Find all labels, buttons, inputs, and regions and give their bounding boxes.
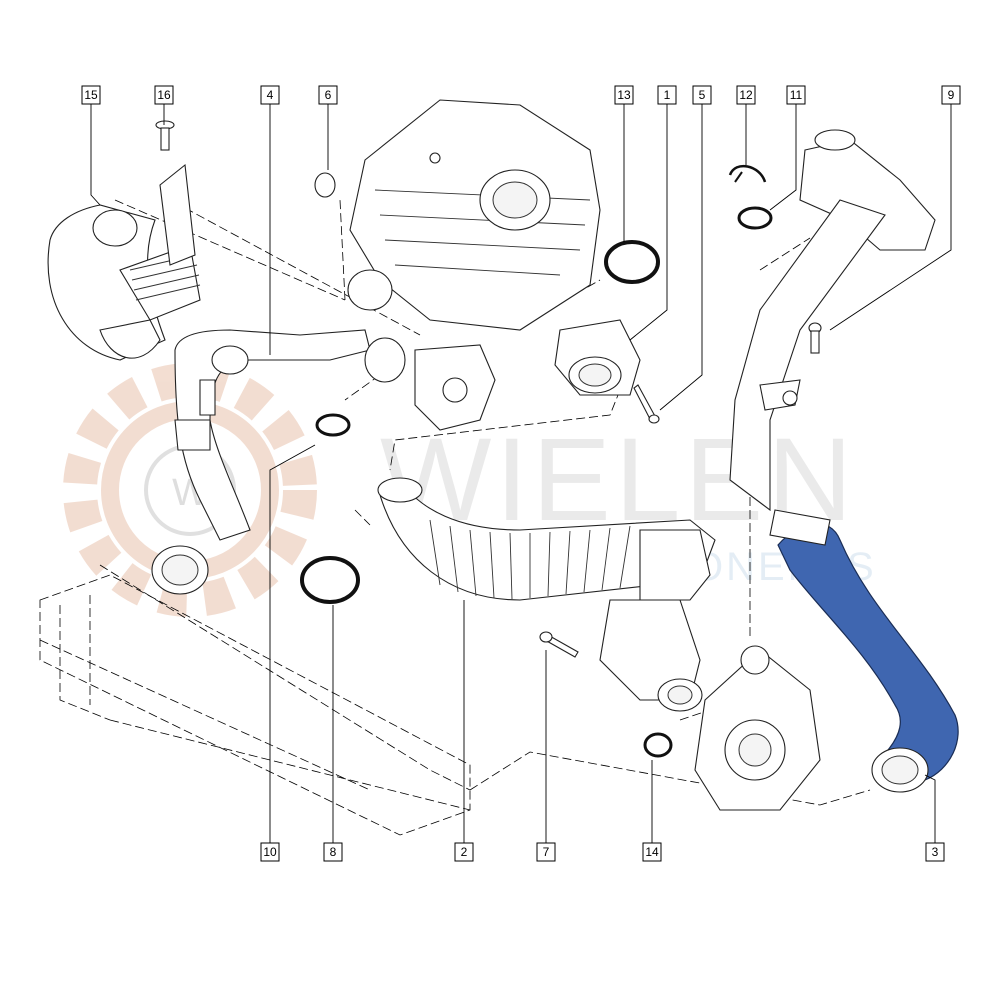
outlet-elbow bbox=[599, 599, 703, 712]
callout-2: 2 bbox=[454, 842, 474, 862]
clamp-11 bbox=[737, 206, 773, 230]
svg-text:6: 6 bbox=[325, 88, 332, 102]
callout-1: 1 bbox=[657, 85, 677, 105]
callout-12: 12 bbox=[736, 85, 756, 105]
throttle-housing bbox=[364, 337, 496, 431]
highlighted-hose-3 bbox=[769, 509, 959, 793]
clamp-8 bbox=[300, 413, 360, 604]
svg-text:10: 10 bbox=[263, 845, 277, 859]
callout-11: 11 bbox=[786, 85, 806, 105]
callout-4: 4 bbox=[260, 85, 280, 105]
svg-text:1: 1 bbox=[664, 88, 671, 102]
callout-15: 15 bbox=[81, 85, 101, 105]
svg-text:5: 5 bbox=[699, 88, 706, 102]
hose-4 bbox=[174, 329, 371, 541]
callout-8: 8 bbox=[323, 842, 343, 862]
clamp-10 bbox=[151, 545, 209, 595]
bolt-9 bbox=[808, 322, 822, 354]
grommet-6 bbox=[314, 172, 336, 198]
air-filter-box bbox=[347, 99, 601, 331]
intake-pipe-long bbox=[729, 129, 936, 512]
callout-14: 14 bbox=[642, 842, 662, 862]
svg-text:12: 12 bbox=[739, 88, 753, 102]
svg-text:13: 13 bbox=[617, 88, 631, 102]
bellows-15 bbox=[129, 254, 201, 301]
callout-16: 16 bbox=[154, 85, 174, 105]
leader-lines bbox=[90, 104, 952, 843]
callout-7: 7 bbox=[536, 842, 556, 862]
svg-text:16: 16 bbox=[157, 88, 171, 102]
svg-text:9: 9 bbox=[948, 88, 955, 102]
o-ring-13 bbox=[604, 240, 660, 284]
callout-13: 13 bbox=[614, 85, 634, 105]
air-duct-upper-left bbox=[47, 163, 201, 361]
svg-text:4: 4 bbox=[267, 88, 274, 102]
svg-text:2: 2 bbox=[461, 845, 468, 859]
turbocharger bbox=[694, 645, 821, 811]
svg-text:14: 14 bbox=[645, 845, 659, 859]
svg-text:3: 3 bbox=[932, 845, 939, 859]
clip-12 bbox=[728, 164, 767, 183]
callout-5: 5 bbox=[692, 85, 712, 105]
gasket-14 bbox=[643, 732, 673, 758]
callout-3: 3 bbox=[925, 842, 945, 862]
screw-16 bbox=[155, 120, 175, 151]
intercooler bbox=[39, 574, 471, 836]
flow-body-1 bbox=[554, 319, 641, 396]
svg-text:7: 7 bbox=[543, 845, 550, 859]
svg-text:8: 8 bbox=[330, 845, 337, 859]
bellows-2 bbox=[429, 519, 631, 600]
callout-10: 10 bbox=[260, 842, 280, 862]
bolt-7 bbox=[539, 631, 579, 658]
callout-9: 9 bbox=[941, 85, 961, 105]
svg-text:11: 11 bbox=[790, 88, 803, 102]
highlighted-hose-3-body bbox=[777, 523, 959, 781]
svg-text:15: 15 bbox=[84, 88, 98, 102]
corrugated-duct-2 bbox=[377, 477, 716, 601]
hose-3-end-band bbox=[769, 509, 831, 546]
bolt-5 bbox=[633, 384, 660, 424]
callout-6: 6 bbox=[318, 85, 338, 105]
